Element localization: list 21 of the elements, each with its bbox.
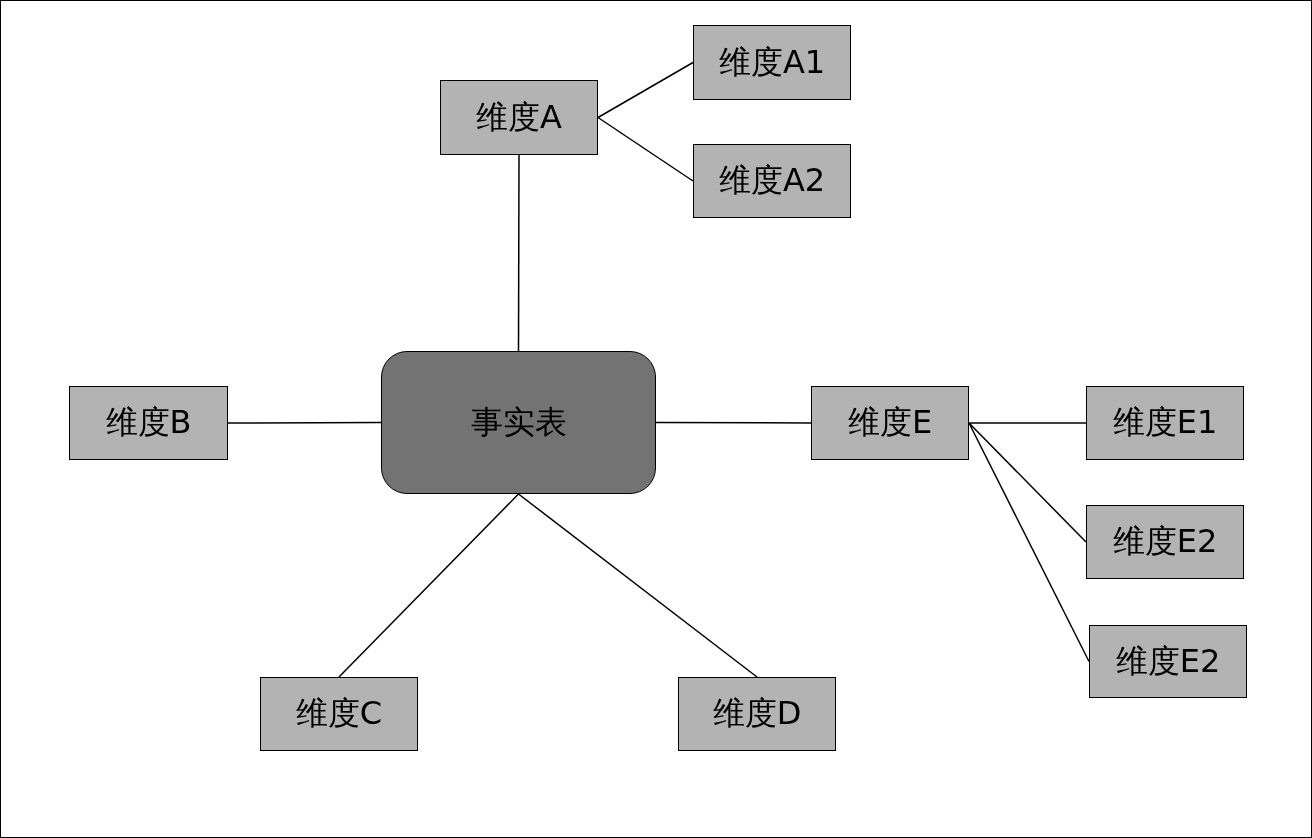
connector-line — [597, 116, 694, 182]
dimension-box: 维度A1 — [693, 25, 851, 100]
dimension-box: 维度D — [678, 677, 836, 751]
dimension-box: 维度A2 — [693, 144, 851, 218]
connector-line — [968, 422, 1090, 663]
connector-line — [968, 422, 1087, 543]
connector-line — [517, 154, 520, 352]
dimension-box: 维度A — [440, 80, 598, 155]
dimension-box: 维度E1 — [1086, 386, 1244, 460]
dimension-box: 维度E — [811, 386, 969, 460]
dimension-box: 维度E2 — [1089, 625, 1247, 698]
connector-line — [655, 421, 812, 424]
dimension-box: 维度E2 — [1086, 505, 1244, 579]
connector-line — [338, 493, 520, 678]
fact-table-box: 事实表 — [381, 351, 656, 494]
connector-line — [227, 421, 382, 424]
dimension-box: 维度C — [260, 677, 418, 751]
connector-line — [597, 61, 694, 119]
connector-line — [968, 422, 1087, 424]
connector-line — [517, 493, 758, 678]
dimension-box: 维度B — [69, 386, 228, 460]
